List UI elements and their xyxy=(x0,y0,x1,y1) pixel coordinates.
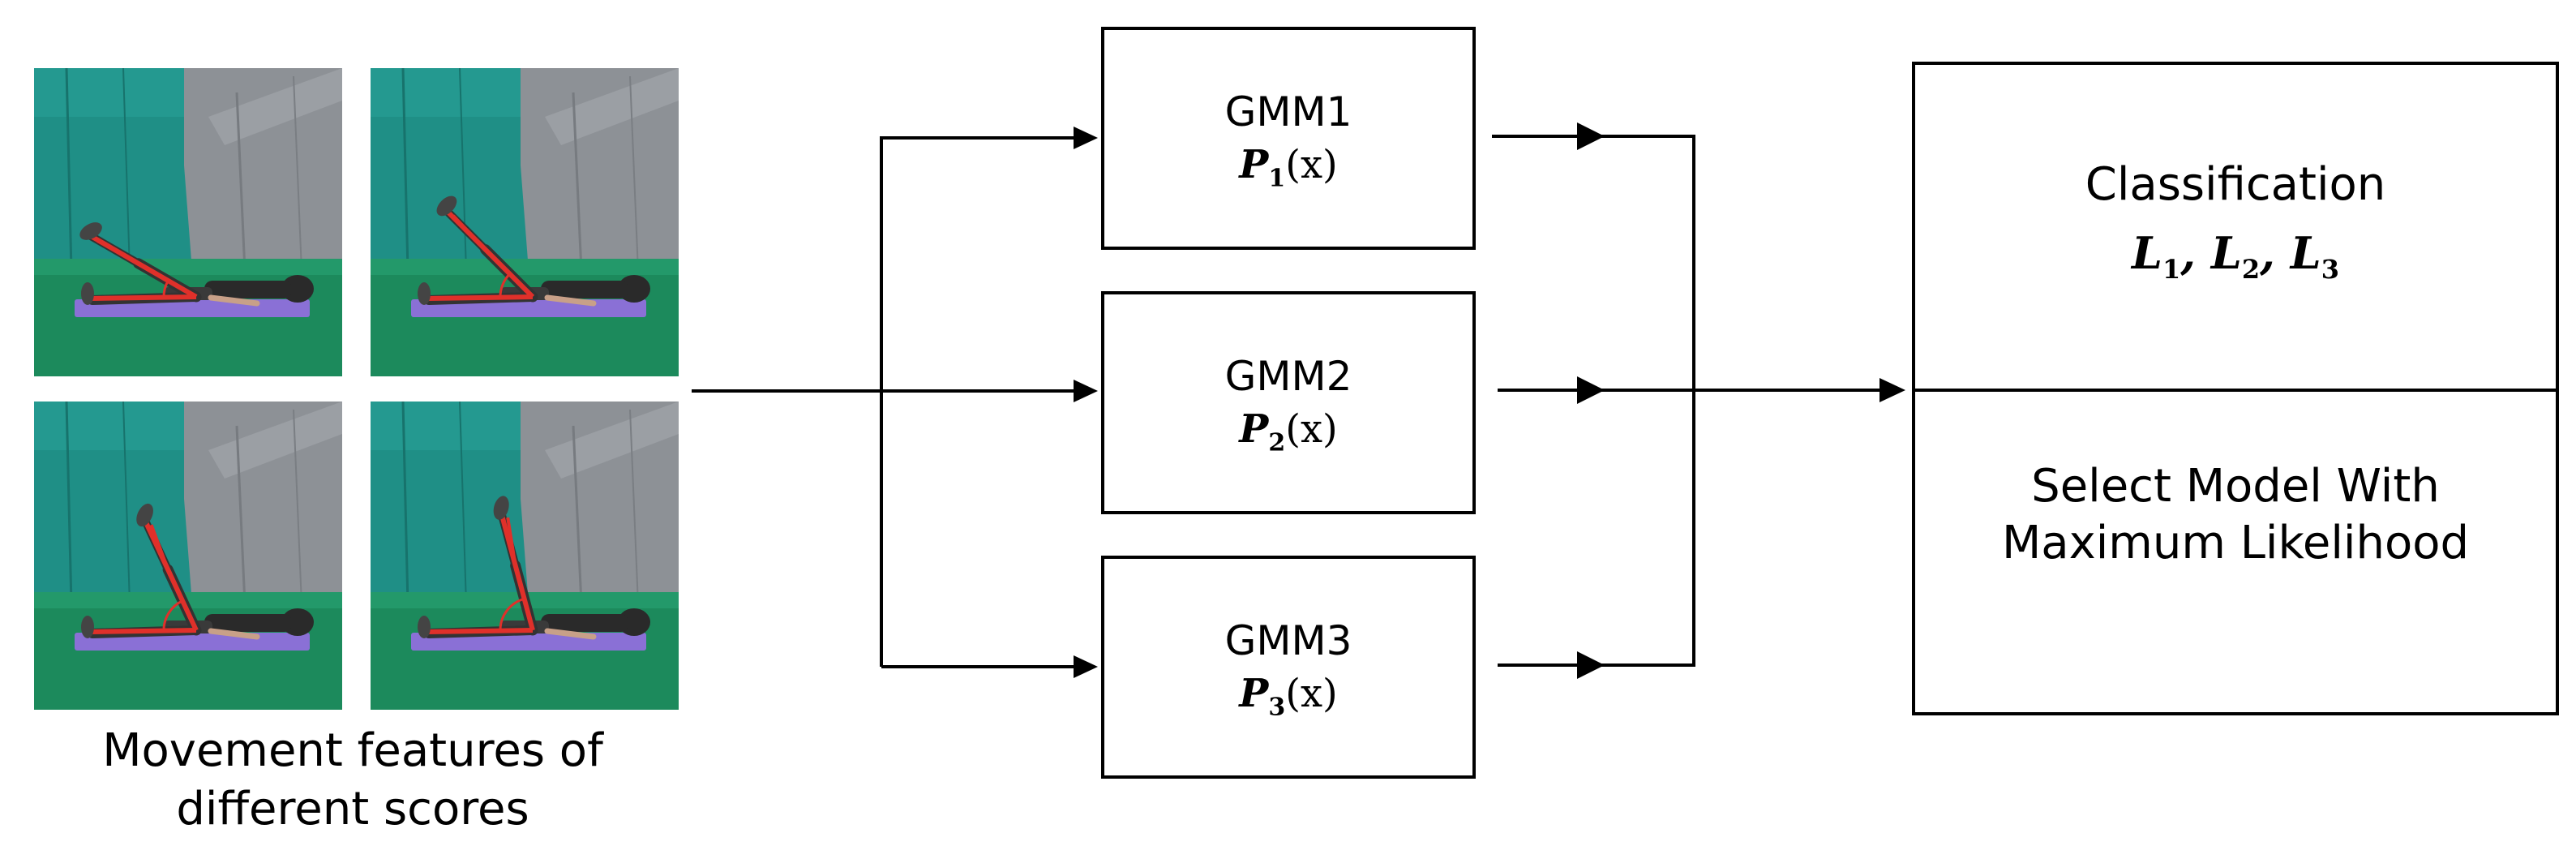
gmm1-box: GMM1 P1(x) xyxy=(1101,27,1476,250)
caption-line-1: Movement features of xyxy=(102,724,603,777)
movement-photo-3 xyxy=(34,402,342,710)
gmm2-prob-subscript: 2 xyxy=(1268,428,1286,457)
gmm3-prob-symbol: P xyxy=(1239,671,1269,716)
l2-subscript: 2 xyxy=(2241,253,2261,285)
gmm1-label: GMM1 xyxy=(1224,88,1352,135)
gmm3-box: GMM3 P3(x) xyxy=(1101,556,1476,779)
arrowhead-result xyxy=(1879,378,1905,402)
max-likelihood-text: Select Model With Maximum Likelihood xyxy=(1915,458,2556,572)
classification-box: Classification L1, L2, L3 Select Model W… xyxy=(1912,62,2559,715)
gmm3-prob-arg: (x) xyxy=(1285,671,1338,716)
gmm2-label: GMM2 xyxy=(1224,353,1352,400)
movement-photo-1 xyxy=(34,68,342,376)
max-likelihood-line-1: Select Model With xyxy=(2031,460,2440,513)
arrowhead-gmm2-out xyxy=(1577,376,1605,404)
formula-separator-1: , xyxy=(2180,227,2211,279)
l1-symbol: L xyxy=(2132,227,2162,279)
gmm1-prob-symbol: P xyxy=(1239,142,1269,187)
arrowhead-gmm1 xyxy=(1074,127,1098,149)
gmm1-formula: P1(x) xyxy=(1104,142,1472,193)
l3-symbol: L xyxy=(2290,227,2321,279)
gmm3-label: GMM3 xyxy=(1224,617,1352,664)
gmm2-formula: P2(x) xyxy=(1104,406,1472,457)
gmm1-prob-arg: (x) xyxy=(1285,142,1338,187)
l1-subscript: 1 xyxy=(2162,253,2181,285)
arrowhead-gmm1-out xyxy=(1577,122,1605,150)
arrowhead-gmm3 xyxy=(1074,655,1098,678)
gmm1-prob-subscript: 1 xyxy=(1268,164,1286,193)
max-likelihood-line-2: Maximum Likelihood xyxy=(2001,517,2470,569)
classification-formula: L1, L2, L3 xyxy=(1915,227,2556,285)
gmm2-prob-arg: (x) xyxy=(1285,406,1338,452)
l3-subscript: 3 xyxy=(2321,253,2339,285)
arrowhead-gmm3-out xyxy=(1577,651,1605,679)
l2-symbol: L xyxy=(2210,227,2242,279)
gmm2-box: GMM2 P2(x) xyxy=(1101,291,1476,514)
movement-features-caption: Movement features of different scores xyxy=(32,722,673,839)
classification-divider xyxy=(1915,389,2556,392)
arrowhead-gmm2 xyxy=(1074,380,1098,402)
gmm3-formula: P3(x) xyxy=(1104,671,1472,722)
classification-title: Classification xyxy=(2085,158,2386,211)
caption-line-2: different scores xyxy=(176,783,529,835)
gmm2-prob-symbol: P xyxy=(1239,406,1269,452)
gmm3-prob-subscript: 3 xyxy=(1268,693,1286,722)
movement-photo-2 xyxy=(371,68,679,376)
formula-separator-2: , xyxy=(2260,227,2291,279)
movement-photo-4 xyxy=(371,402,679,710)
